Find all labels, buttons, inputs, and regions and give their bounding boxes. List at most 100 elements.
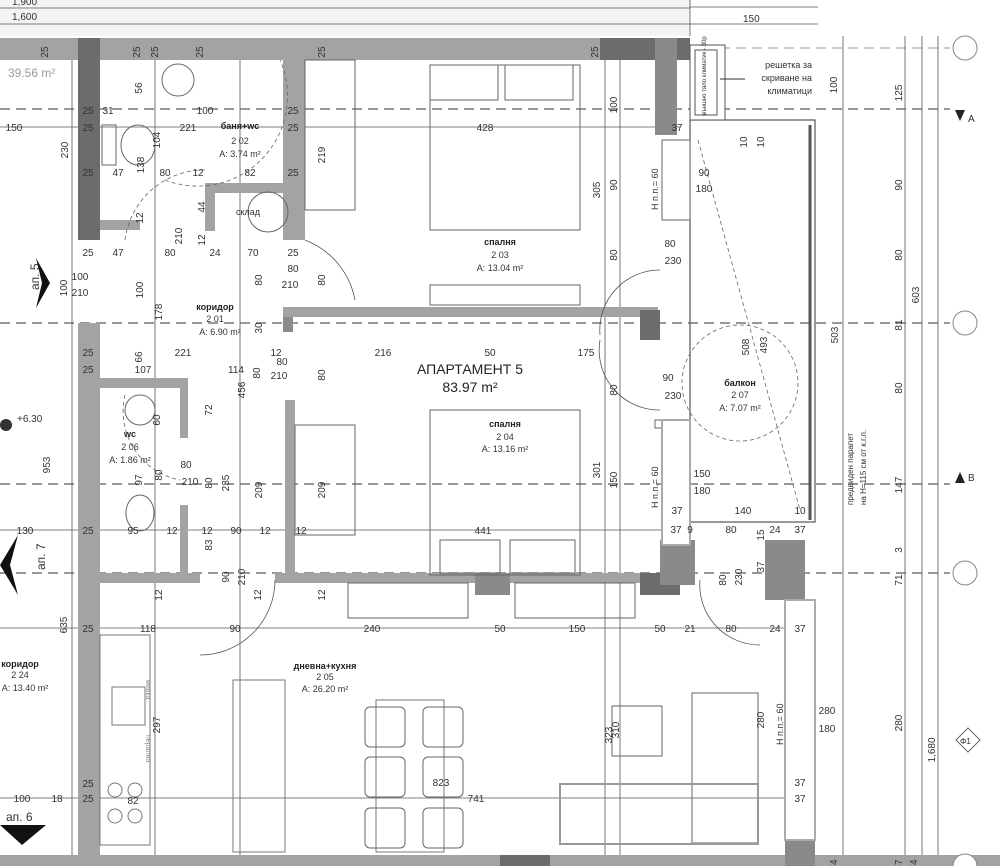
grille-note-line: климатици [767,86,812,96]
dimension-label: 72 [204,404,215,416]
dimension-label: 37 [794,778,806,789]
dimension-label: 10 [739,136,750,148]
dimension-label: 503 [830,326,841,343]
room-area: A: 1.86 m² [109,455,151,465]
dimension-label: 100 [14,794,31,805]
dimension-label: 90 [221,571,232,583]
dimension-label: 80 [894,382,905,394]
dimension-label: 210 [174,227,185,244]
sill-height-note: H п.п.= 60 [775,703,785,745]
dimension-label: 12 [295,526,307,537]
dimension-label: 3 [894,547,905,553]
room-number: 2 06 [121,442,139,452]
room-labels: баня+wc 2 02 A: 3.74 m² склад спалня 2 0… [1,121,761,694]
dimension-label: 12 [270,348,282,359]
axis-label-b: B [968,473,975,484]
dimension-label: 24 [769,525,781,536]
dimension-label: 90 [609,179,620,191]
kitchen-sink-label: мивка [144,680,151,700]
dimension-label: 180 [694,486,711,497]
dimension-label: 230 [665,391,682,402]
dimension-label: 180 [819,724,836,735]
dimension-label: 37 [671,506,683,517]
dimension-label: 47 [894,859,905,866]
dimension-label: 80 [317,274,328,286]
dimension-label: 12 [253,589,264,601]
dimension-label: 25 [317,46,328,58]
dimension-label: 210 [182,477,199,488]
room-number: 2 24 [11,670,29,680]
room-number: 2 02 [231,136,249,146]
sill-height-note: H п.п.= 60 [650,466,660,508]
dimension-label: 50 [494,624,506,635]
parapet-note-line: предвиден парапет [846,433,855,505]
dimension-label: 25 [82,779,94,790]
svg-text:Φ1: Φ1 [960,737,971,746]
level-mark: +6.30 [17,414,43,425]
dimension-label: 15 [756,529,767,541]
dimension-label: 80 [718,574,729,586]
dimension-label: 1,680 [927,737,938,762]
dimension-label: 230 [60,141,71,158]
dimension-label: 80 [154,469,165,481]
top-dimension-strip: 1,900 1,600 150 [0,0,818,36]
dimension-label: 216 [375,348,392,359]
dimension-label: 30 [254,322,265,334]
axis-label-a: A [968,114,975,125]
grille-note-line: решетка за [765,60,812,70]
dimension-label: 66 [134,351,145,363]
room-name: спалня [484,237,516,247]
dimension-label: 25 [287,168,299,179]
dimension-label: 95 [127,526,139,537]
dimension-label: 90 [662,373,674,384]
dimension-label: 25 [82,106,94,117]
dimension-label: 100 [829,76,840,93]
dimension-label: 305 [592,181,603,198]
dimension-label: 25 [82,365,94,376]
dimension-label: 180 [696,184,713,195]
dimension-label: 635 [59,616,70,633]
room-number: 2 03 [491,250,509,260]
dimension-label: 118 [140,624,156,635]
dimension-label: 82 [244,168,256,179]
dimension-label: 428 [477,123,494,134]
apartment-area: 83.97 m² [442,379,498,395]
dimension-label: 37 [671,123,683,134]
dimension-label: 25 [195,46,206,58]
dimension-label: 12 [317,589,328,601]
dimension-label: 80 [159,168,171,179]
dimension-label: 150 [694,469,711,480]
dimension-label: 21 [684,624,696,635]
dimension-label: 9 [687,525,693,536]
dimension-label: 80 [609,249,620,261]
dimension-label: 130 [17,526,34,537]
dimension-label: 297 [152,716,163,733]
dimension-label: 210 [271,371,288,382]
dimension-label: 18 [51,794,63,805]
room-name: баня+wc [221,121,260,131]
dimension-label: 140 [735,506,752,517]
dimension-label: 100 [72,272,89,283]
dimension-label: 107 [135,365,152,376]
dimension-label: 47 [112,248,124,259]
dimension-label: 240 [364,624,381,635]
dimension-label: 25 [82,526,94,537]
dimension-label: 80 [164,248,176,259]
dimension-label: 60 [152,414,163,426]
dimension-label: 37 [794,525,806,536]
dimension-label: 100 [609,96,620,113]
room-area: A: 13.04 m² [477,263,524,273]
dimension-label: 150 [569,624,586,635]
dimension-label: 209 [317,481,328,498]
dimension-label: 147 [894,476,905,493]
dimension-label: 83 [204,539,215,551]
dimension-label: 456 [237,381,248,398]
dimension-label: 80 [287,264,299,275]
neighbor-markers: ап. 5 ап. 7 ап. 6 +6.30 39.56 m² [0,66,55,845]
dimension-label: 44 [197,201,208,213]
dimension-label: 25 [150,46,161,58]
dimension-label: 56 [134,82,145,94]
room-number: 2 04 [496,432,514,442]
room-name: склад [236,207,261,217]
neighbor-ap5: ап. 5 [28,263,42,290]
